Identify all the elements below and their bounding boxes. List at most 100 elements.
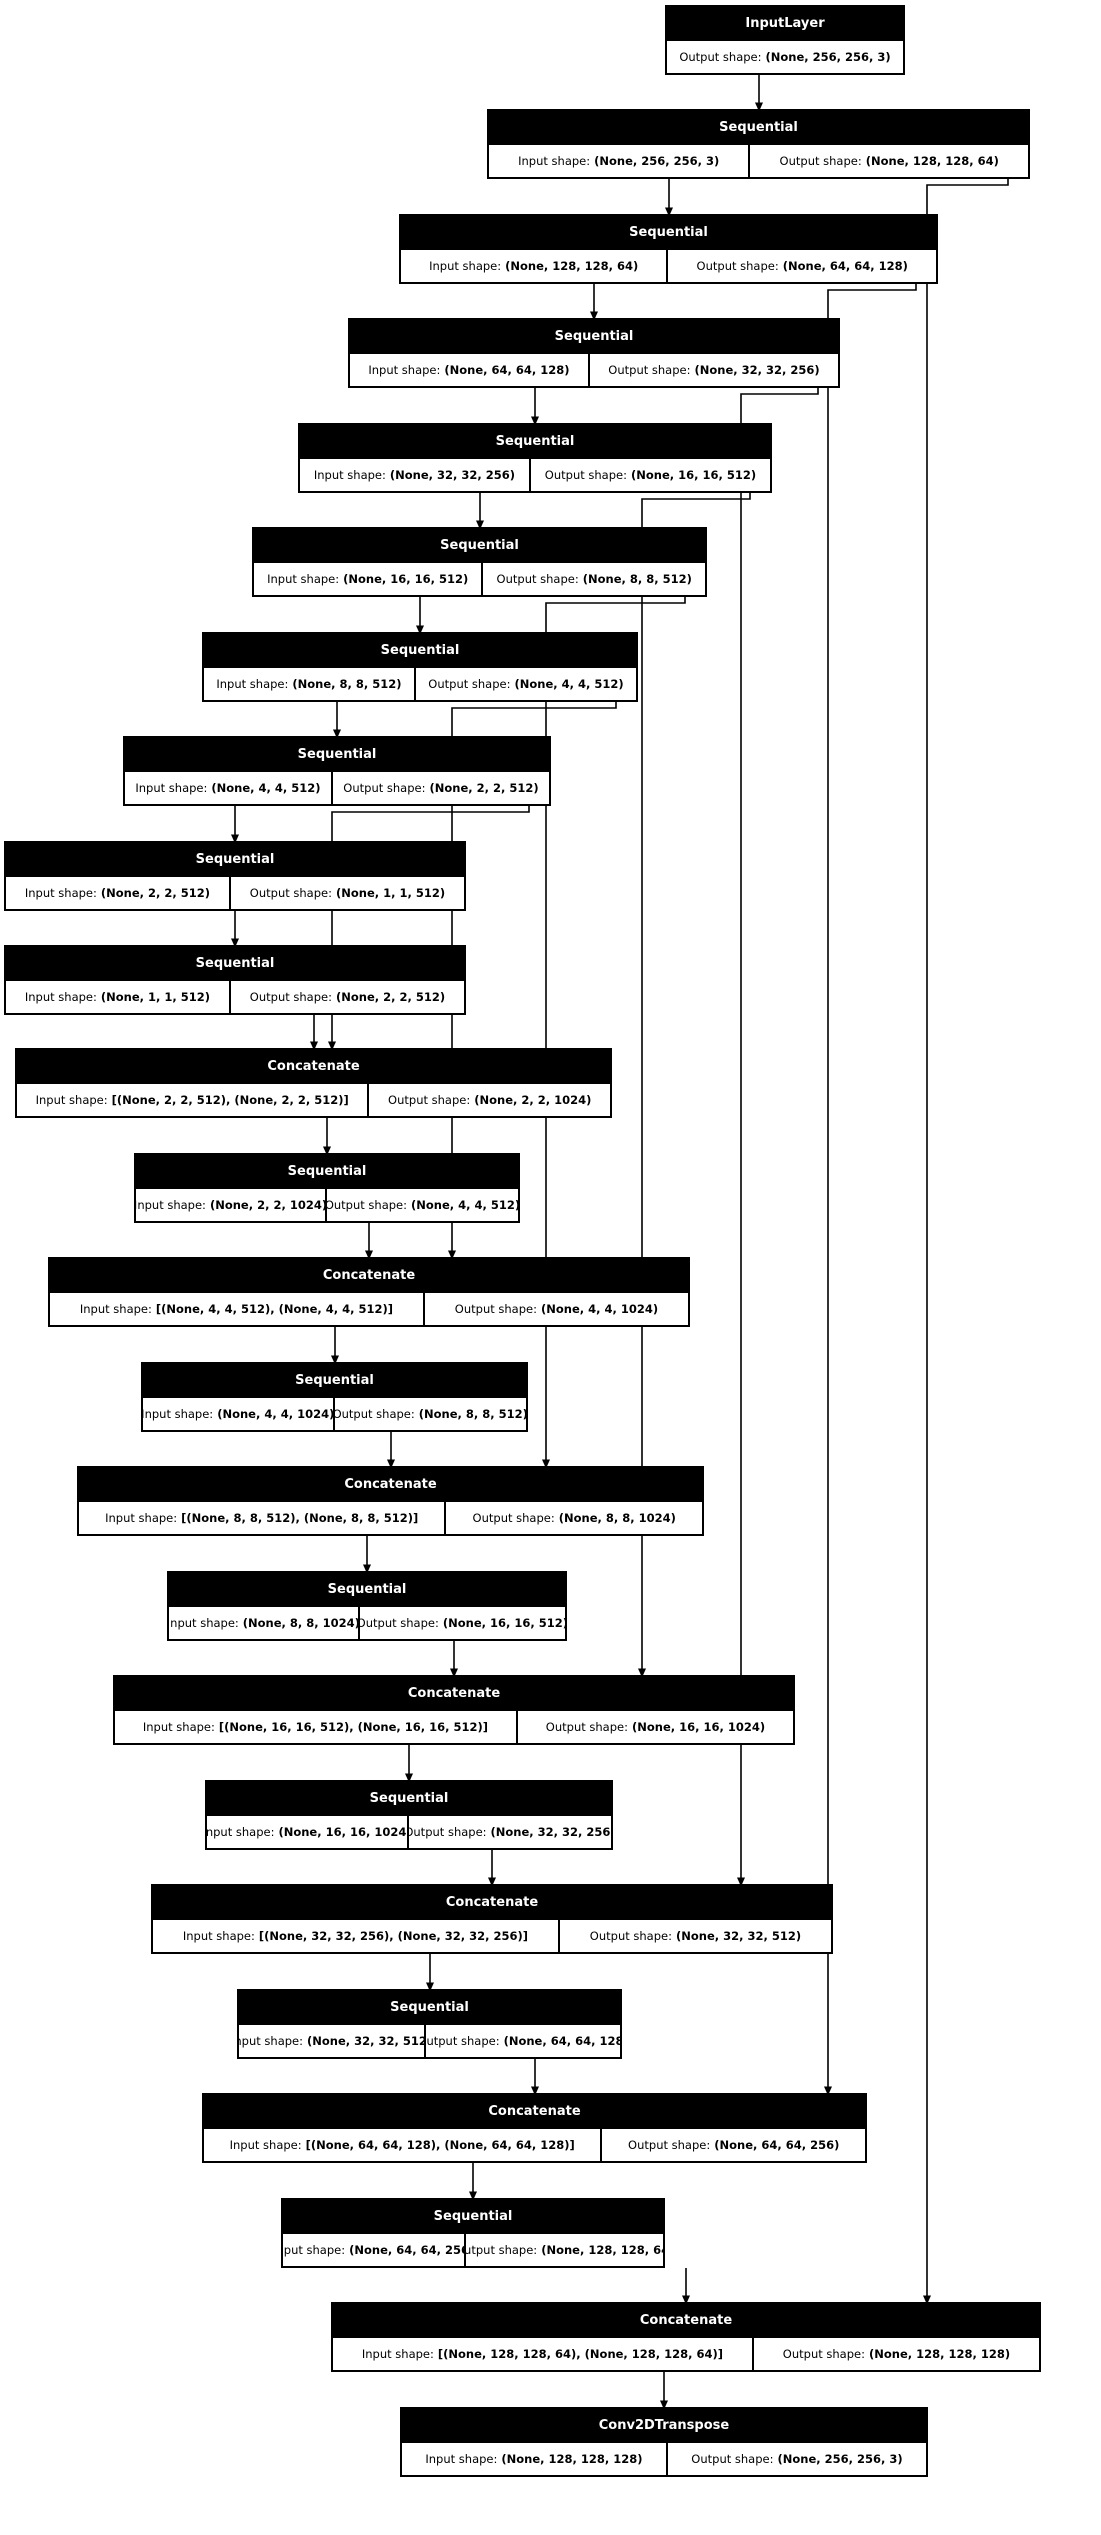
output-shape-cell: Output shape:(None, 4, 4, 1024) <box>425 1293 688 1325</box>
output-shape-cell: Output shape:(None, 8, 8, 512) <box>483 563 705 595</box>
layer-shape-row: Input shape:[(None, 8, 8, 512), (None, 8… <box>79 1502 702 1534</box>
input-shape-cell: Input shape:(None, 32, 32, 256) <box>300 459 531 491</box>
layer-shape-row: Input shape:(None, 16, 16, 1024)Output s… <box>207 1816 611 1848</box>
layer-type-label: Sequential <box>6 843 464 877</box>
layer-shape-row: Input shape:(None, 256, 256, 3)Output sh… <box>489 145 1028 177</box>
output-shape-cell: Output shape:(None, 128, 128, 64) <box>466 2234 663 2266</box>
input-shape-cell: Input shape:[(None, 16, 16, 512), (None,… <box>115 1711 518 1743</box>
layer-type-label: Sequential <box>401 216 936 250</box>
input-shape-label: Input shape: <box>518 154 591 168</box>
output-shape-label: Output shape: <box>472 1511 555 1525</box>
input-shape-label: Input shape: <box>24 990 97 1004</box>
output-shape-label: Output shape: <box>409 1825 487 1839</box>
layer-type-label: Concatenate <box>17 1050 610 1084</box>
output-shape-label: Output shape: <box>249 886 332 900</box>
input-shape-label: Input shape: <box>283 2243 346 2257</box>
input-shape-cell: Input shape:(None, 2, 2, 512) <box>6 877 231 909</box>
output-shape-label: Output shape: <box>544 468 627 482</box>
output-shape-value: (None, 32, 32, 256) <box>490 1825 611 1839</box>
layer-type-label: Sequential <box>489 111 1028 145</box>
output-shape-value: (None, 2, 2, 512) <box>335 990 446 1004</box>
output-shape-cell: Output shape:(None, 64, 64, 256) <box>602 2129 865 2161</box>
input-shape-cell: Input shape:(None, 8, 8, 512) <box>204 668 416 700</box>
input-shape-label: Input shape: <box>239 2034 303 2048</box>
layer-type-label: Sequential <box>136 1155 518 1189</box>
layer-shape-row: Output shape:(None, 256, 256, 3) <box>667 41 903 73</box>
input-shape-label: Input shape: <box>105 1511 178 1525</box>
input-shape-cell: Input shape:(None, 16, 16, 1024) <box>207 1816 410 1848</box>
skip-edge-n3-n18 <box>737 388 819 1887</box>
input-shape-value: (None, 8, 8, 1024) <box>242 1616 360 1630</box>
output-shape-cell: Output shape:(None, 256, 256, 3) <box>667 41 903 73</box>
layer-shape-row: Input shape:[(None, 2, 2, 512), (None, 2… <box>17 1084 610 1116</box>
input-shape-cell: Input shape:(None, 4, 4, 512) <box>125 772 333 804</box>
input-shape-value: [(None, 16, 16, 512), (None, 16, 16, 512… <box>218 1720 489 1734</box>
input-shape-cell: Input shape:[(None, 8, 8, 512), (None, 8… <box>79 1502 447 1534</box>
input-shape-cell: Input shape:[(None, 128, 128, 64), (None… <box>333 2338 754 2370</box>
layer-type-label: InputLayer <box>667 7 903 41</box>
output-shape-cell: Output shape:(None, 1, 1, 512) <box>231 877 464 909</box>
input-shape-cell: Input shape:[(None, 64, 64, 128), (None,… <box>204 2129 603 2161</box>
layer-type-label: Sequential <box>143 1364 526 1398</box>
output-shape-label: Output shape: <box>691 2452 774 2466</box>
input-shape-label: Input shape: <box>429 259 502 273</box>
input-shape-cell: Input shape:(None, 64, 64, 256) <box>283 2234 467 2266</box>
input-shape-value: (None, 4, 4, 1024) <box>217 1407 335 1421</box>
output-shape-label: Output shape: <box>545 1720 628 1734</box>
output-shape-label: Output shape: <box>426 2034 500 2048</box>
layer-type-label: Concatenate <box>115 1677 793 1711</box>
layer-shape-row: Input shape:[(None, 64, 64, 128), (None,… <box>204 2129 865 2161</box>
output-shape-value: (None, 128, 128, 64) <box>541 2243 663 2257</box>
output-shape-value: (None, 128, 128, 64) <box>865 154 999 168</box>
output-shape-cell: Output shape:(None, 16, 16, 512) <box>531 459 770 491</box>
output-shape-cell: Output shape:(None, 8, 8, 1024) <box>446 1502 702 1534</box>
output-shape-cell: Output shape:(None, 32, 32, 256) <box>590 354 838 386</box>
output-shape-value: (None, 64, 64, 256) <box>714 2138 840 2152</box>
layer-type-label: Sequential <box>300 425 770 459</box>
layer-type-label: Sequential <box>239 1991 620 2025</box>
input-shape-cell: Input shape:(None, 4, 4, 1024) <box>143 1398 335 1430</box>
input-shape-value: [(None, 128, 128, 64), (None, 128, 128, … <box>437 2347 724 2361</box>
output-shape-cell: Output shape:(None, 32, 32, 512) <box>560 1920 831 1952</box>
layer-shape-row: Input shape:(None, 128, 128, 128)Output … <box>402 2443 926 2475</box>
input-shape-value: (None, 2, 2, 512) <box>100 886 211 900</box>
input-shape-value: (None, 32, 32, 256) <box>389 468 516 482</box>
layer-type-label: Concatenate <box>333 2304 1039 2338</box>
input-shape-label: Input shape: <box>361 2347 434 2361</box>
input-shape-value: (None, 256, 256, 3) <box>594 154 720 168</box>
input-shape-value: (None, 128, 128, 128) <box>501 2452 643 2466</box>
layer-shape-row: Input shape:(None, 8, 8, 512)Output shap… <box>204 668 636 700</box>
input-shape-value: (None, 64, 64, 256) <box>349 2243 467 2257</box>
output-shape-cell: Output shape:(None, 2, 2, 512) <box>231 981 464 1013</box>
output-shape-value: (None, 4, 4, 512) <box>514 677 624 691</box>
input-shape-label: Input shape: <box>142 1720 215 1734</box>
output-shape-value: (None, 8, 8, 1024) <box>558 1511 676 1525</box>
skip-edge-n5-n14 <box>542 597 686 1469</box>
input-shape-value: (None, 8, 8, 512) <box>292 677 402 691</box>
output-shape-label: Output shape: <box>782 2347 865 2361</box>
input-shape-label: Input shape: <box>229 2138 302 2152</box>
output-shape-cell: Output shape:(None, 2, 2, 1024) <box>369 1084 610 1116</box>
input-shape-value: (None, 128, 128, 64) <box>505 259 639 273</box>
output-shape-cell: Output shape:(None, 8, 8, 512) <box>335 1398 527 1430</box>
output-shape-value: (None, 4, 4, 512) <box>411 1198 518 1212</box>
input-shape-label: Input shape: <box>79 1302 152 1316</box>
input-shape-label: Input shape: <box>169 1616 239 1630</box>
layer-shape-row: Input shape:(None, 64, 64, 256)Output sh… <box>283 2234 663 2266</box>
output-shape-value: (None, 16, 16, 1024) <box>631 1720 766 1734</box>
